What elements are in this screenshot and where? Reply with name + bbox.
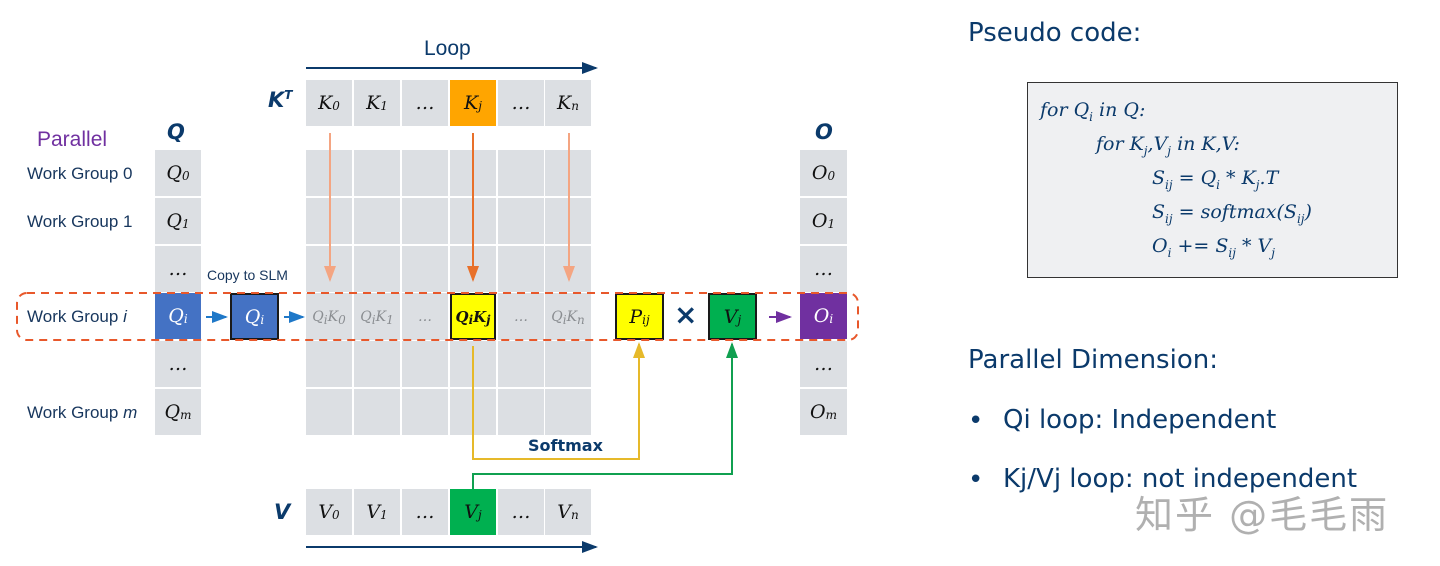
o-cell: … [800,246,847,292]
kt-header-base: K [268,88,285,112]
v-cell: … [402,489,448,535]
vj-path [472,342,738,489]
pseudo-code-line: Sij = softmax(Sij) [1152,201,1312,226]
parallel-label: Parallel [37,128,108,151]
work-group-label: Work Group 1 [27,212,133,231]
parallel-dimension-title: Parallel Dimension: [968,345,1218,375]
grid-cell [306,389,352,435]
v-header: V [274,500,291,524]
grid-cell [498,150,544,196]
grid-cell [354,246,400,292]
qk-cell: … [498,293,544,340]
bullet-qi-loop: Qi loop: Independent [1003,405,1277,435]
grid-cell [402,246,448,292]
loop-label: Loop [424,37,471,60]
grid-cell [402,389,448,435]
k-cell: … [498,80,544,126]
kt-header: KT [268,88,292,112]
q-header: Q [167,120,185,144]
k-cell: … [402,80,448,126]
copy-to-slm-label: Copy to SLM [207,267,288,283]
pseudo-code-line: for Qi in Q: [1040,99,1146,124]
pseudo-code-box: for Qi in Q: for Kj,Vj in K,V: Sij = Qi * … [1027,82,1398,278]
grid-cell [402,341,448,387]
watermark: 知乎 @毛毛雨 [1135,493,1390,537]
qk-cell: … [402,293,448,340]
bullet-kj-vj-loop: Kj/Vj loop: not independent [1003,464,1358,494]
grid-cell [402,150,448,196]
grid-cell [545,341,591,387]
work-group-label: Work Group m [27,403,138,422]
grid-cell [354,341,400,387]
grid-cell [354,389,400,435]
work-group-i-dashed-box [16,292,859,341]
grid-cell [498,389,544,435]
multiply-sign: × [674,298,698,331]
grid-cell [402,198,448,244]
o-header: O [815,120,833,144]
grid-cell [354,150,400,196]
pseudo-code-line: Sij = Qi * Kj.T [1152,167,1279,192]
work-group-label: Work Group i [27,307,127,326]
q-cell: … [155,341,201,387]
softmax-path [472,342,645,460]
pseudo-code-title: Pseudo code: [968,18,1142,48]
grid-cell [306,341,352,387]
softmax-label: Softmax [528,436,603,455]
v-cell: … [498,489,544,535]
grid-cell [354,198,400,244]
pseudo-code-line: for Kj,Vj in K,V: [1096,133,1240,158]
o-cell: … [800,341,847,387]
grid-cell [545,389,591,435]
grid-cell [498,246,544,292]
pseudo-code-line: Oi += Sij * Vj [1152,235,1275,260]
kt-header-sup: T [284,88,293,102]
bullet-dot-2: • [968,465,984,495]
grid-cell [498,198,544,244]
q-cell: … [155,246,201,292]
work-group-label: Work Group 0 [27,164,133,183]
bullet-dot-1: • [968,406,984,436]
grid-cell [498,341,544,387]
